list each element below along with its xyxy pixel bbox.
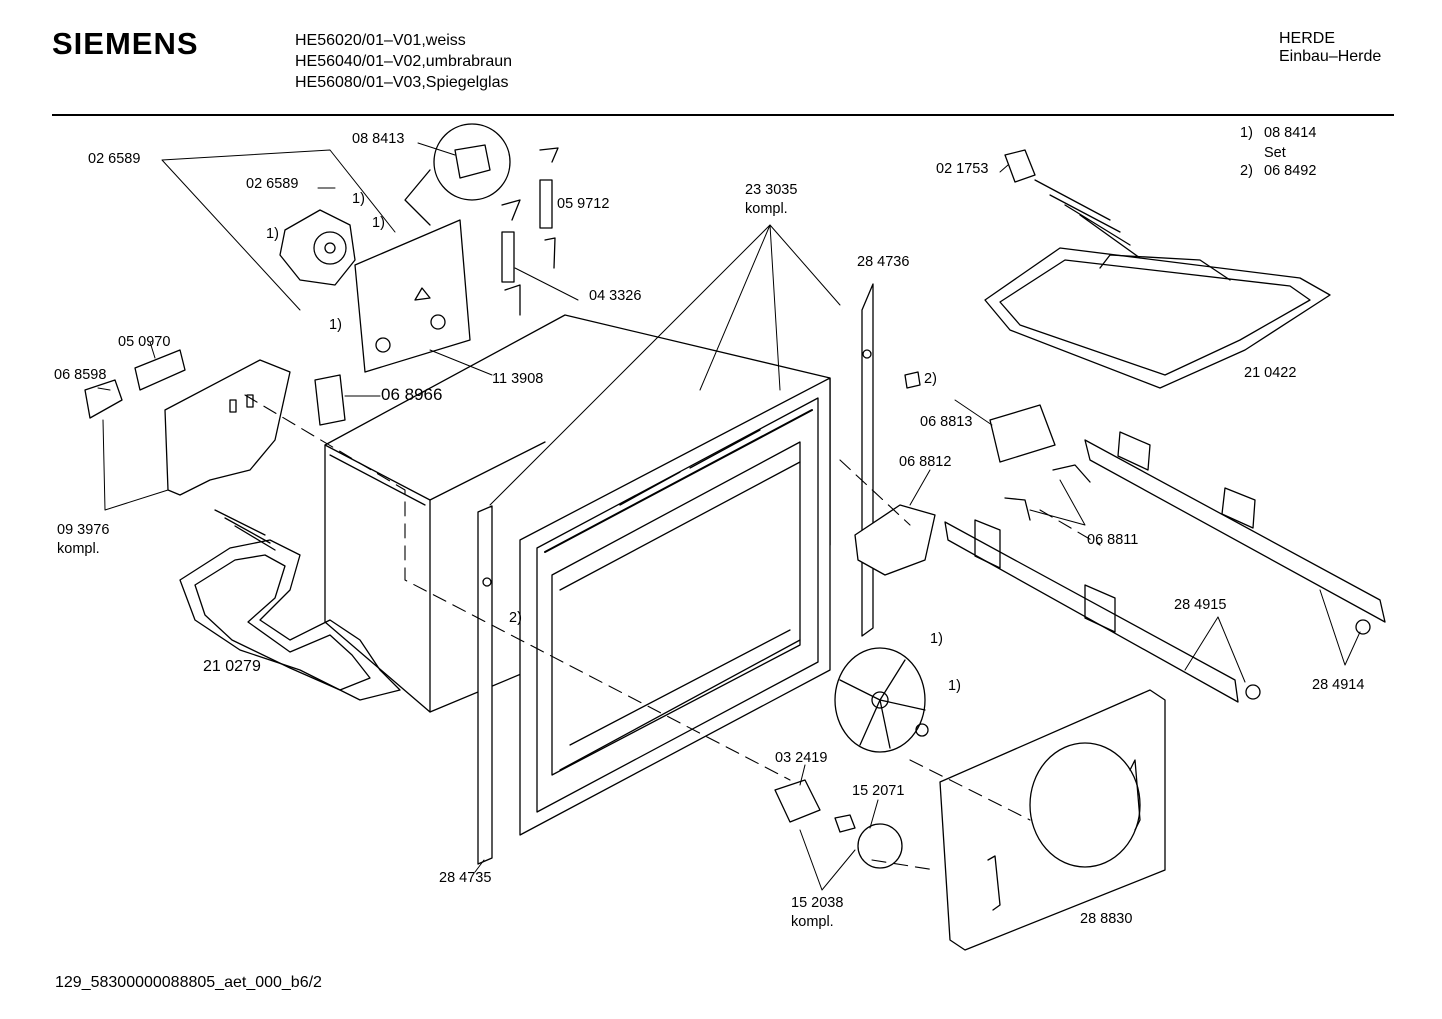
part-label: 28 4736: [857, 254, 910, 270]
left-bracket: [164, 359, 291, 496]
model-line: HE56080/01–V03,Spiegelglas: [295, 74, 509, 91]
part-label: 06 8813: [920, 414, 973, 430]
cover-068813: [989, 404, 1056, 463]
part-label: 21 0279: [203, 658, 261, 675]
footnote-callout: 1): [948, 678, 961, 694]
category-block: HERDE Einbau–Herde: [1279, 30, 1381, 66]
part-label: 23 3035: [745, 182, 798, 198]
lamp-cover: [857, 823, 903, 869]
upper-heating-element: [984, 179, 1331, 389]
mounting-plate: [354, 219, 471, 373]
terminal-block: [134, 349, 186, 391]
part-label: 15 2038: [791, 895, 844, 911]
footnote-callout: 1): [352, 191, 365, 207]
part-label: 04 3326: [589, 288, 642, 304]
part-label: 21 0422: [1244, 365, 1297, 381]
part-label: 06 8812: [899, 454, 952, 470]
siemens-logo: SIEMENS: [52, 26, 199, 61]
fan-motor-assembly: [279, 209, 356, 286]
bulb: [834, 814, 856, 833]
thermostat-callout-circle: [433, 123, 511, 201]
cable-clip: [84, 379, 123, 419]
part-label: 06 8811: [1087, 532, 1139, 548]
model-line: HE56040/01–V02,umbrabraun: [295, 53, 513, 70]
legend-alt-number: 2): [1240, 163, 1253, 179]
part-label: 05 0970: [118, 334, 171, 350]
footnote-callout: 1): [930, 631, 943, 647]
part-label-suffix: kompl.: [57, 541, 100, 557]
part-label: 08 8413: [352, 131, 405, 147]
fan-blade: [834, 647, 926, 753]
bracket-021753: [1004, 149, 1036, 183]
lamp-socket: [774, 779, 821, 823]
fan-nut: [915, 723, 929, 737]
category-subtitle: Einbau–Herde: [1279, 48, 1382, 65]
footnote-callout: 1): [329, 317, 342, 333]
cap-068492: [904, 371, 921, 389]
part-label: 28 4915: [1174, 597, 1227, 613]
holder-068812: [854, 504, 936, 576]
document-footer: 129_58300000088805_aet_000_b6/2: [55, 974, 322, 991]
footnote-callout: 1): [266, 226, 279, 242]
model-line: HE56020/01–V01,weiss: [295, 32, 466, 49]
switch-block: [314, 374, 346, 426]
legend-set-part: 08 8414: [1264, 125, 1317, 141]
footnote-callout: 1): [372, 215, 385, 231]
part-label: 28 4914: [1312, 677, 1365, 693]
part-label: 15 2071: [852, 783, 905, 799]
rod-043326: [501, 231, 515, 283]
part-label: 09 3976: [57, 522, 110, 538]
header-divider: [52, 114, 1394, 116]
lower-heating-element: [179, 509, 401, 701]
part-label: 11 3908: [492, 371, 544, 387]
part-label: 02 6589: [88, 151, 141, 167]
rod-059712: [539, 179, 553, 229]
clip-068811: [1004, 464, 1091, 521]
door-frame: [519, 377, 831, 836]
legend-set-number: 1): [1240, 125, 1253, 141]
assembly-dashes: [244, 394, 1101, 871]
part-label: 06 8598: [54, 367, 107, 383]
category-title: HERDE: [1279, 30, 1336, 47]
part-label: 28 4735: [439, 870, 492, 886]
part-label: 05 9712: [557, 196, 610, 212]
part-label: 03 2419: [775, 750, 828, 766]
right-side-strip: [861, 283, 874, 637]
rail-284914: [1084, 431, 1386, 635]
part-label-suffix: kompl.: [745, 201, 788, 217]
left-side-strip: [477, 505, 493, 865]
legend-alt-part: 06 8492: [1264, 163, 1317, 179]
part-label: 02 1753: [936, 161, 989, 177]
footnote-callout: 2): [509, 610, 522, 626]
part-label-suffix: kompl.: [791, 914, 834, 930]
legend-set-word: Set: [1264, 145, 1286, 161]
footnote-callout: 2): [924, 371, 937, 387]
rear-fan-cover: [939, 689, 1166, 951]
part-label: 02 6589: [246, 176, 299, 192]
rail-284915: [944, 519, 1261, 703]
part-label: 28 8830: [1080, 911, 1133, 927]
leader-lines: [97, 142, 1361, 891]
model-list: HE56020/01–V01,weiss HE56040/01–V02,umbr…: [295, 30, 512, 93]
part-label: 06 8966: [381, 385, 443, 404]
